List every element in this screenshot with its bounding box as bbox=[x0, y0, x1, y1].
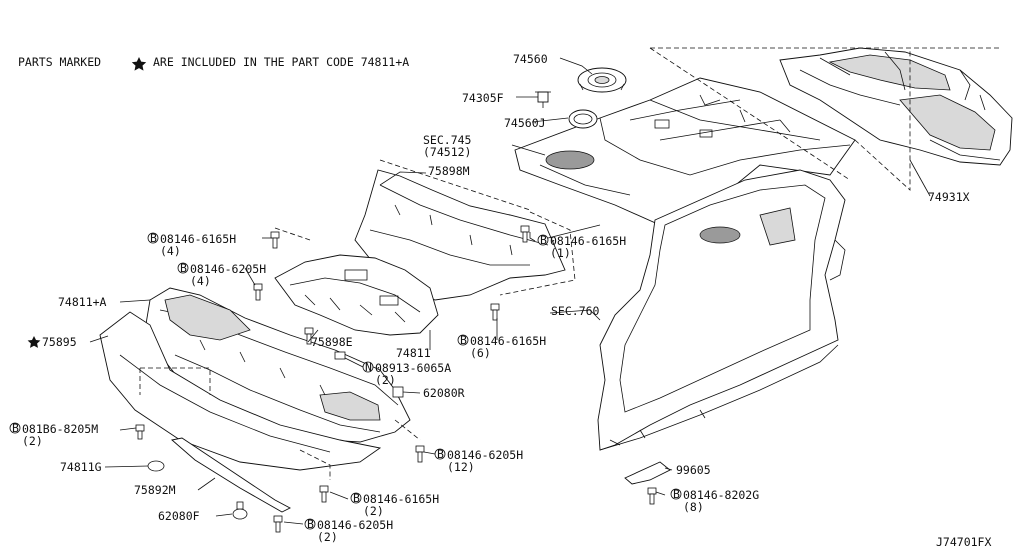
grommet-icon bbox=[147, 460, 165, 472]
label-08146-8202G: 08146-8202G bbox=[683, 488, 759, 502]
qty-08146-6165H-a: (4) bbox=[160, 244, 181, 258]
label-75892M: 75892M bbox=[134, 483, 176, 497]
bolt-mark-icon bbox=[304, 518, 316, 530]
note-suffix: ARE INCLUDED IN THE PART CODE 74811+A bbox=[153, 55, 409, 69]
qty-08146-6205H-c: (2) bbox=[317, 530, 338, 544]
clip-icon bbox=[392, 386, 404, 398]
qty-08146-8202G: (8) bbox=[683, 500, 704, 514]
side-body-sec760 bbox=[597, 169, 846, 451]
bolt-mark-icon bbox=[670, 488, 682, 500]
bolt-mark: B bbox=[150, 231, 157, 245]
leader-lines bbox=[89, 57, 931, 525]
reference-lines bbox=[139, 47, 1000, 480]
strip-75892M bbox=[171, 437, 291, 513]
bolt-icon bbox=[319, 485, 329, 503]
label-sec745: SEC.745 bbox=[423, 133, 471, 147]
floor-hole bbox=[545, 150, 595, 170]
label-74931X: 74931X bbox=[928, 190, 970, 204]
bolt-mark: B bbox=[460, 333, 467, 347]
label-74560: 74560 bbox=[513, 52, 548, 66]
label-75895: 75895 bbox=[42, 335, 77, 349]
label-08146-6165H-d: 08146-6165H bbox=[363, 492, 439, 506]
label-081B6-8205M: 081B6-8205M bbox=[22, 422, 98, 436]
bolt-icon bbox=[270, 231, 280, 249]
diagram-id: J74701FX bbox=[936, 535, 991, 549]
bolt-icon bbox=[647, 487, 657, 505]
qty-08146-6165H-c: (6) bbox=[470, 346, 491, 360]
label-sec760: SEC.760 bbox=[551, 304, 600, 318]
grommet-74560J bbox=[568, 109, 598, 129]
label-sec745-sub: (74512) bbox=[423, 145, 471, 159]
bolt-icon bbox=[490, 303, 500, 321]
qty-08146-6205H-a: (4) bbox=[190, 274, 211, 288]
bolt-icon bbox=[135, 424, 145, 440]
label-08146-6165H-a: 08146-6165H bbox=[160, 232, 236, 246]
qty-081B6-8205M: (2) bbox=[22, 434, 43, 448]
bolt-icon bbox=[304, 327, 314, 345]
bolt-mark-icon bbox=[537, 234, 549, 246]
rear-floor-panel bbox=[514, 77, 856, 226]
bracket-99605 bbox=[624, 461, 671, 485]
bolt-icon bbox=[253, 283, 263, 301]
label-08146-6205H-a: 08146-6205H bbox=[190, 262, 266, 276]
clip-icon bbox=[232, 501, 248, 520]
label-08146-6165H-c: 08146-6165H bbox=[470, 334, 546, 348]
label-74811G: 74811G bbox=[60, 460, 102, 474]
bolt-mark: B bbox=[540, 233, 547, 247]
bolt-mark: B bbox=[12, 421, 19, 435]
bolt-mark: B bbox=[307, 517, 314, 531]
label-08146-6205H-c: 08146-6205H bbox=[317, 518, 393, 532]
bolt-icon bbox=[273, 515, 283, 533]
undercover-74811A bbox=[144, 287, 411, 443]
label-99605: 99605 bbox=[676, 463, 711, 477]
nut-mark: N bbox=[365, 360, 372, 374]
undercover-74811 bbox=[274, 254, 439, 336]
label-62080F: 62080F bbox=[158, 509, 200, 523]
nut-mark-icon bbox=[362, 361, 374, 373]
undercover-75898M bbox=[354, 169, 566, 301]
bolt-icon bbox=[415, 445, 425, 463]
clip-74305F bbox=[535, 91, 551, 108]
bolt-mark-icon bbox=[9, 422, 21, 434]
qty-08146-6165H-d: (2) bbox=[363, 504, 384, 518]
splash-shield-75895 bbox=[99, 311, 382, 471]
label-08146-6205H-b: 08146-6205H bbox=[447, 448, 523, 462]
label-08146-6165H-b: 08146-6165H bbox=[550, 234, 626, 248]
label-75898M: 75898M bbox=[428, 164, 470, 178]
nut-icon bbox=[334, 351, 346, 360]
star-icon bbox=[27, 336, 41, 348]
note-prefix: PARTS MARKED bbox=[18, 55, 101, 69]
bolt-mark: B bbox=[353, 491, 360, 505]
bolt-icon bbox=[520, 225, 530, 243]
bolt-mark-icon bbox=[457, 334, 469, 346]
part-labels: 74560 74305F 74560J SEC.745 (74512) 7493… bbox=[9, 52, 991, 549]
bolt-mark-icon bbox=[177, 262, 189, 274]
label-75898E: 75898E bbox=[311, 335, 353, 349]
bolt-mark-icon bbox=[147, 232, 159, 244]
rear-insulator-74931X bbox=[779, 47, 1013, 166]
label-74305F: 74305F bbox=[462, 91, 504, 105]
label-74560J: 74560J bbox=[504, 116, 546, 130]
label-74811: 74811 bbox=[396, 346, 431, 360]
side-hole-upper bbox=[699, 226, 741, 244]
bolt-mark: B bbox=[673, 487, 680, 501]
label-74811A: 74811+A bbox=[58, 295, 107, 309]
qty-08146-6165H-b: (1) bbox=[550, 246, 571, 260]
label-62080R: 62080R bbox=[423, 386, 465, 400]
qty-08913-6065A: (2) bbox=[375, 373, 396, 387]
qty-08146-6205H-b: (12) bbox=[447, 460, 475, 474]
bolt-mark: B bbox=[180, 261, 187, 275]
bolt-mark-icon bbox=[434, 448, 446, 460]
label-08913-6065A: 08913-6065A bbox=[375, 361, 451, 375]
fuel-filler-cap-74560 bbox=[577, 67, 627, 93]
fasteners bbox=[135, 225, 657, 533]
bolt-mark-icon bbox=[350, 492, 362, 504]
star-icon bbox=[131, 57, 147, 71]
bolt-mark: B bbox=[437, 447, 444, 461]
